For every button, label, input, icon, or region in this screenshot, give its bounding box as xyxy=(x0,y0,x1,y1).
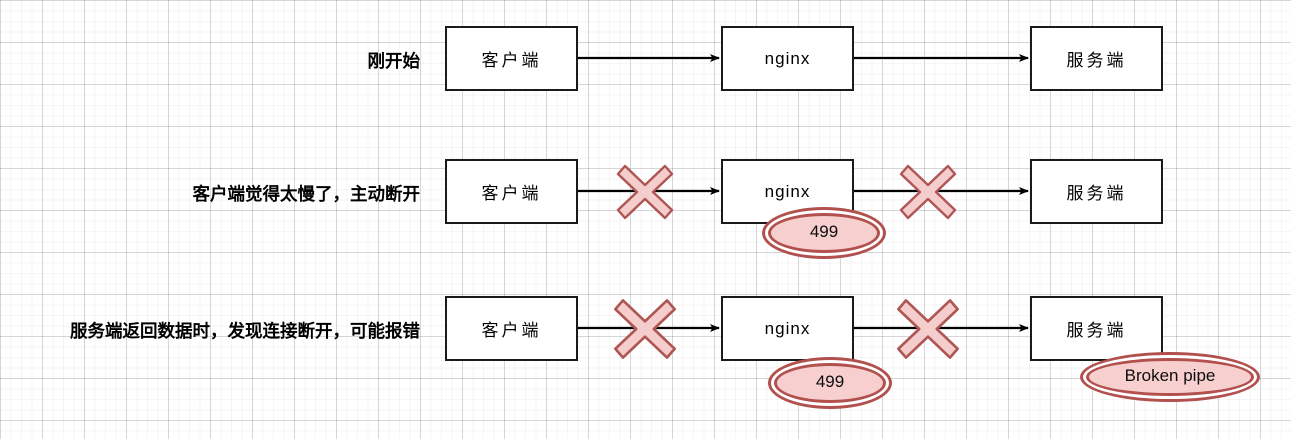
node-label: nginx xyxy=(764,48,811,68)
node-label: 服务端 xyxy=(1066,184,1127,203)
badge-label: 499 xyxy=(809,222,839,241)
node-client-row1[interactable]: 客户端 xyxy=(445,26,578,91)
status-badge-499-row2: 499 xyxy=(768,213,880,253)
row-label-2: 客户端觉得太慢了，主动断开 xyxy=(192,184,421,204)
broken-link-x-icon xyxy=(896,299,960,359)
badge-label: Broken pipe xyxy=(1124,366,1216,385)
node-label: nginx xyxy=(764,181,811,201)
broken-link-x-icon xyxy=(616,164,674,220)
node-server-row2[interactable]: 服务端 xyxy=(1030,159,1163,224)
status-badge-broken-pipe: Broken pipe xyxy=(1086,358,1254,396)
status-badge-499-row3: 499 xyxy=(774,363,886,403)
node-label: 服务端 xyxy=(1066,51,1127,70)
node-label: 客户端 xyxy=(481,184,542,203)
broken-link-x-icon xyxy=(613,299,677,359)
node-server-row1[interactable]: 服务端 xyxy=(1030,26,1163,91)
broken-link-x-icon xyxy=(899,164,957,220)
node-label: 服务端 xyxy=(1066,321,1127,340)
node-server-row3[interactable]: 服务端 xyxy=(1030,296,1163,361)
row-label-1: 刚开始 xyxy=(367,51,421,71)
row-label-3: 服务端返回数据时，发现连接断开，可能报错 xyxy=(70,321,420,341)
node-label: 客户端 xyxy=(481,51,542,70)
node-client-row2[interactable]: 客户端 xyxy=(445,159,578,224)
badge-label: 499 xyxy=(815,372,845,391)
node-label: 客户端 xyxy=(481,321,542,340)
node-nginx-row3[interactable]: nginx xyxy=(721,296,854,361)
node-label: nginx xyxy=(764,318,811,338)
node-nginx-row1[interactable]: nginx xyxy=(721,26,854,91)
node-client-row3[interactable]: 客户端 xyxy=(445,296,578,361)
